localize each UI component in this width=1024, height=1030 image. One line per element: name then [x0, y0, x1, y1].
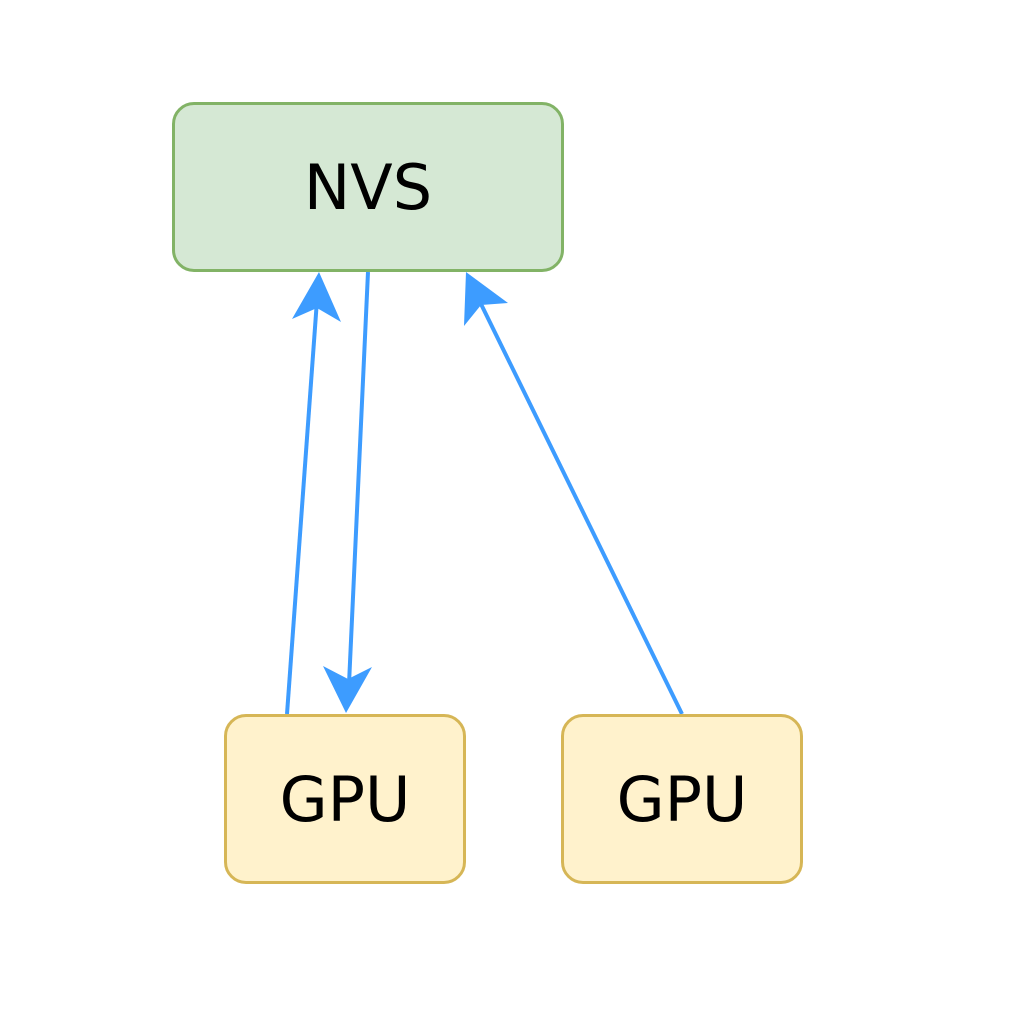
edge-gpu1-to-nvs [285, 272, 341, 715]
node-gpu-1[interactable]: GPU [224, 714, 466, 884]
node-gpu-1-label: GPU [279, 762, 411, 836]
edge-nvs-to-gpu1 [323, 271, 372, 713]
node-nvs[interactable]: NVS [172, 102, 564, 272]
edge-gpu2-to-nvs-arrowhead [464, 272, 508, 326]
node-gpu-2-label: GPU [616, 762, 748, 836]
edge-nvs-to-gpu1-line [347, 271, 370, 685]
node-nvs-label: NVS [303, 150, 433, 224]
edge-gpu2-to-nvs-line [478, 301, 684, 715]
node-gpu-2[interactable]: GPU [561, 714, 803, 884]
edge-gpu2-to-nvs [464, 272, 684, 715]
edge-nvs-to-gpu1-arrowhead [323, 666, 372, 713]
edge-gpu1-to-nvs-arrowhead [292, 272, 341, 322]
edge-gpu1-to-nvs-line [285, 299, 319, 715]
